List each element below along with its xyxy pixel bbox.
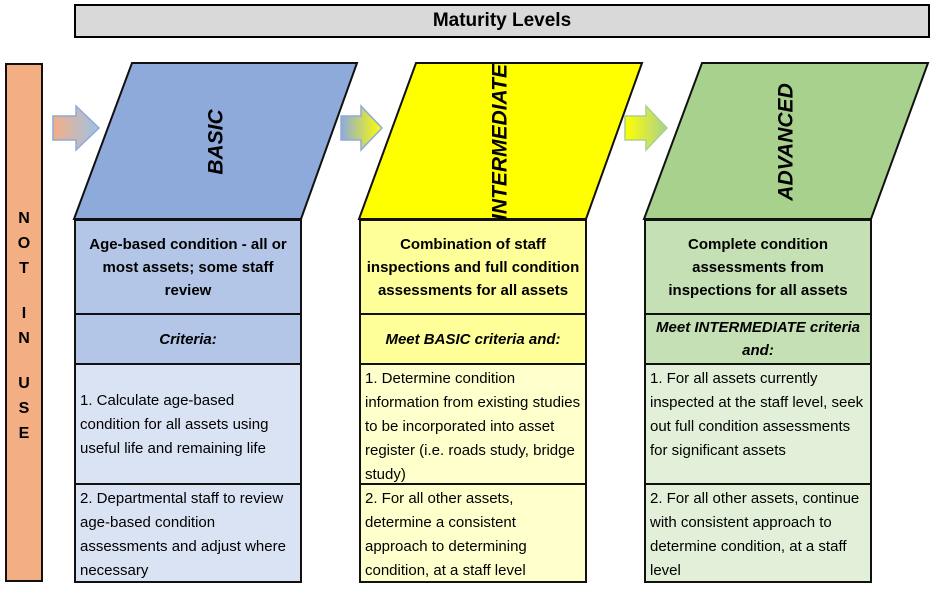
advanced-criterion-1: 1. For all assets currently inspected at… — [644, 365, 872, 485]
intermediate-description: Combination of staff inspections and ful… — [359, 219, 587, 315]
intermediate-criterion-1: 1. Determine condition information from … — [359, 365, 587, 485]
not-in-use-letter: O — [17, 235, 31, 252]
not-in-use-letter: T — [19, 260, 29, 277]
not-in-use-letter: S — [18, 400, 30, 417]
basic-criterion-2: 2. Departmental staff to review age-base… — [74, 485, 302, 583]
not-in-use-letter: E — [18, 425, 30, 442]
not-in-use-bar: N O T I N U S E — [5, 63, 43, 582]
basic-description: Age-based condition - all or most assets… — [74, 219, 302, 315]
intermediate-criteria-header: Meet BASIC criteria and: — [359, 315, 587, 365]
advanced-criteria-header: Meet INTERMEDIATE criteria and: — [644, 315, 872, 365]
intermediate-level-label: INTERMEDIATE — [489, 63, 512, 220]
basic-level-label: BASIC — [205, 108, 228, 174]
advanced-level-label: ADVANCED — [775, 83, 798, 201]
intermediate-criterion-2: 2. For all other assets, determine a con… — [359, 485, 587, 583]
not-in-use-letter: N — [18, 210, 30, 227]
arrow-intermediate-to-advanced — [624, 104, 669, 152]
maturity-levels-title: Maturity Levels — [74, 4, 930, 38]
not-in-use-letter: U — [18, 375, 30, 392]
basic-criterion-1: 1. Calculate age-based condition for all… — [74, 365, 302, 485]
arrow-not-in-use-to-basic — [52, 104, 101, 152]
arrow-basic-to-intermediate — [340, 104, 384, 152]
not-in-use-letter: I — [21, 305, 27, 322]
advanced-criterion-2: 2. For all other assets, continue with c… — [644, 485, 872, 583]
basic-criteria-header: Criteria: — [74, 315, 302, 365]
not-in-use-letter: N — [18, 330, 30, 347]
advanced-description: Complete condition assessments from insp… — [644, 219, 872, 315]
